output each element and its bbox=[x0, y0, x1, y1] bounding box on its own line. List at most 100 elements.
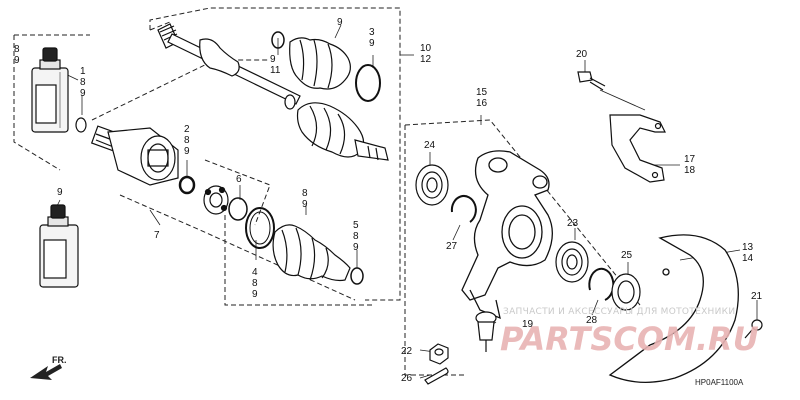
callout-line: 6 bbox=[236, 174, 242, 185]
clamp-5 bbox=[350, 267, 364, 285]
callout-line: 11 bbox=[270, 65, 281, 76]
callout-19: 19 bbox=[522, 319, 534, 330]
cotter-pin-26 bbox=[424, 367, 449, 385]
callout-line: 9 bbox=[80, 88, 86, 99]
front-direction-arrow: FR. bbox=[30, 355, 67, 380]
callout-line: 27 bbox=[446, 241, 458, 252]
snap-ring-27 bbox=[450, 194, 477, 223]
callout-line: 5 bbox=[353, 220, 359, 231]
callout-line: 15 bbox=[476, 87, 488, 98]
callout-23: 23 bbox=[567, 218, 579, 229]
callout-line: 19 bbox=[522, 319, 534, 330]
band-ring-4-inner bbox=[249, 211, 271, 245]
watermark-logo: PARTSCOM.RU bbox=[500, 320, 759, 358]
callout-line: 9 bbox=[270, 54, 276, 65]
callout-line: 9 bbox=[184, 146, 190, 157]
callout-line: 10 bbox=[420, 43, 432, 54]
front-direction-label: FR. bbox=[52, 355, 67, 365]
castle-nut-22 bbox=[429, 343, 449, 365]
callout-line: 9 bbox=[14, 55, 20, 66]
callout-line: 21 bbox=[751, 291, 763, 302]
callout-line: 22 bbox=[401, 346, 413, 357]
callout-line: 8 bbox=[184, 135, 190, 146]
callout-24: 24 bbox=[424, 140, 436, 151]
callout-6: 6 bbox=[236, 174, 242, 185]
callout-line: 14 bbox=[742, 253, 754, 264]
band-ring-3 bbox=[355, 64, 381, 102]
circlip-small bbox=[178, 175, 196, 195]
callout-line: 9 bbox=[369, 38, 375, 49]
oil-seal-25 bbox=[611, 273, 641, 311]
callout-line: 16 bbox=[476, 98, 488, 109]
diagram-code: HP0AF1100A bbox=[695, 378, 744, 387]
steering-knuckle bbox=[461, 150, 553, 320]
callout-line: 3 bbox=[369, 27, 375, 38]
o-ring bbox=[75, 117, 87, 133]
callout-9-left: 9 bbox=[57, 187, 63, 198]
callout-line: 24 bbox=[424, 140, 436, 151]
bolt-20 bbox=[577, 71, 606, 91]
callout-9-boot: 9 bbox=[337, 17, 343, 28]
callout-line: 8 bbox=[14, 44, 20, 55]
callout-line: 8 bbox=[302, 188, 308, 199]
callout-22: 22 bbox=[401, 346, 413, 357]
callout-28: 28 bbox=[586, 315, 598, 326]
cv-joint-outer bbox=[90, 125, 179, 186]
callout-line: 13 bbox=[742, 242, 754, 253]
callout-20: 20 bbox=[576, 49, 588, 60]
callout-line: 9 bbox=[302, 199, 308, 210]
bearing-23 bbox=[555, 241, 589, 283]
callout-line: 8 bbox=[353, 231, 359, 242]
callout-line: 8 bbox=[80, 77, 86, 88]
callout-line: 20 bbox=[576, 49, 588, 60]
callout-line: 9 bbox=[252, 289, 258, 300]
clamp-11 bbox=[271, 31, 285, 49]
callout-line: 8 bbox=[252, 278, 258, 289]
oil-bottle-top bbox=[31, 47, 69, 133]
callout-line: 17 bbox=[684, 154, 696, 165]
screw-21 bbox=[744, 319, 763, 339]
boot-upper bbox=[289, 37, 351, 90]
callout-line: 23 bbox=[567, 218, 579, 229]
ball-joint-19 bbox=[475, 311, 497, 352]
disc-splash-guard bbox=[608, 234, 739, 383]
callout-line: 25 bbox=[621, 250, 633, 261]
drive-shaft bbox=[157, 23, 389, 161]
callout-line: 2 bbox=[184, 124, 190, 135]
callout-line: 12 bbox=[420, 54, 432, 65]
callout-line: 7 bbox=[154, 230, 160, 241]
callout-line: 18 bbox=[684, 165, 696, 176]
callout-line: 1 bbox=[80, 66, 86, 77]
bearing-cage bbox=[203, 185, 229, 215]
callout-21: 21 bbox=[751, 291, 763, 302]
callout-line: 28 bbox=[586, 315, 598, 326]
callout-line: 9 bbox=[353, 242, 359, 253]
callout-27: 27 bbox=[446, 241, 458, 252]
oil-bottle-bottom bbox=[39, 204, 79, 288]
callout-line: 9 bbox=[337, 17, 343, 28]
callout-line: 26 bbox=[401, 373, 413, 384]
snap-ring-28 bbox=[588, 267, 615, 301]
callout-line: 9 bbox=[57, 187, 63, 198]
callout-25: 25 bbox=[621, 250, 633, 261]
callout-line: 4 bbox=[252, 267, 258, 278]
bearing-24 bbox=[415, 164, 449, 206]
ring-6 bbox=[228, 197, 248, 221]
callout-7: 7 bbox=[154, 230, 160, 241]
watermark-caption: ЗАПЧАСТИ И АКСЕССУАРЫ ДЛЯ МОТОТЕХНИКИ bbox=[503, 307, 735, 317]
callout-26: 26 bbox=[401, 373, 413, 384]
